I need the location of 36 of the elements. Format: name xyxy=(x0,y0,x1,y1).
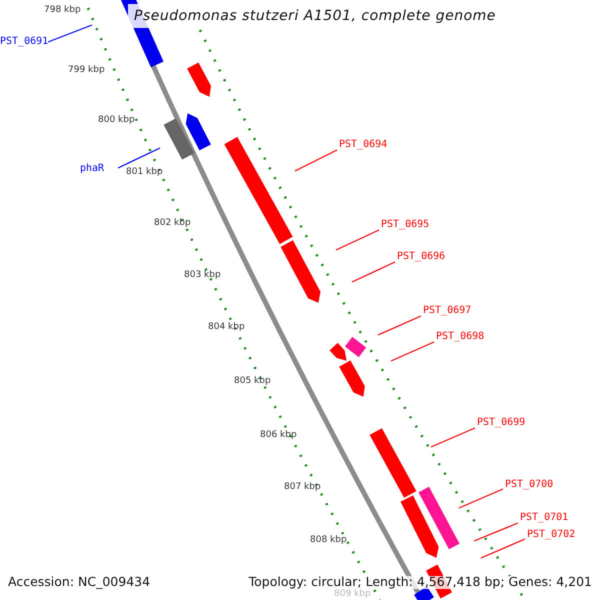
scale-tick-label: 798 kbp xyxy=(44,6,81,15)
gene-label: PST_0699 xyxy=(477,418,526,428)
scale-tick-label: 807 kbp xyxy=(284,483,321,492)
leader-line xyxy=(118,147,160,169)
scale-tick-label: 805 kbp xyxy=(234,377,271,386)
scale-tick-label: 800 kbp xyxy=(98,116,135,125)
scale-tick-label: 806 kbp xyxy=(260,431,297,440)
gene-label: phaR xyxy=(80,164,104,174)
scale-tick-label: 804 kbp xyxy=(208,323,245,332)
leader-line xyxy=(474,522,518,542)
gene-label: PST_0698 xyxy=(436,332,484,342)
gene-label: PST_0702 xyxy=(527,530,576,540)
leader-line xyxy=(458,488,504,509)
leader-line xyxy=(336,229,380,251)
leader-line xyxy=(294,149,338,172)
leader-line xyxy=(480,538,526,559)
leader-line xyxy=(352,261,396,283)
scale-tick-label: 801 kbp xyxy=(126,168,163,177)
gene-label: PST_0697 xyxy=(423,306,472,316)
footer-info: Accession: NC_009434 xyxy=(6,576,152,588)
leader-line xyxy=(430,427,476,448)
gene-label: PST_0700 xyxy=(505,480,554,490)
scale-tick-label: 809 kbp xyxy=(334,590,371,599)
gene-label: PST_0701 xyxy=(520,513,568,523)
gene-label: PST_0691 xyxy=(0,37,48,47)
gene-label: PST_0695 xyxy=(381,220,430,230)
scale-tick-label: 803 kbp xyxy=(184,271,221,280)
scale-tick-label: 802 kbp xyxy=(154,219,191,228)
gene-label: PST_0694 xyxy=(339,140,388,150)
leader-line xyxy=(48,24,92,43)
scale-tick-label: 799 kbp xyxy=(68,66,105,75)
scale-tick-label: 808 kbp xyxy=(310,536,347,545)
gene-label: PST_0696 xyxy=(397,252,446,262)
leader-line xyxy=(378,315,422,336)
footer-info: Topology: circular; Length: 4,567,418 bp; Genes: 4,201 xyxy=(246,576,594,588)
leader-line xyxy=(390,341,434,362)
